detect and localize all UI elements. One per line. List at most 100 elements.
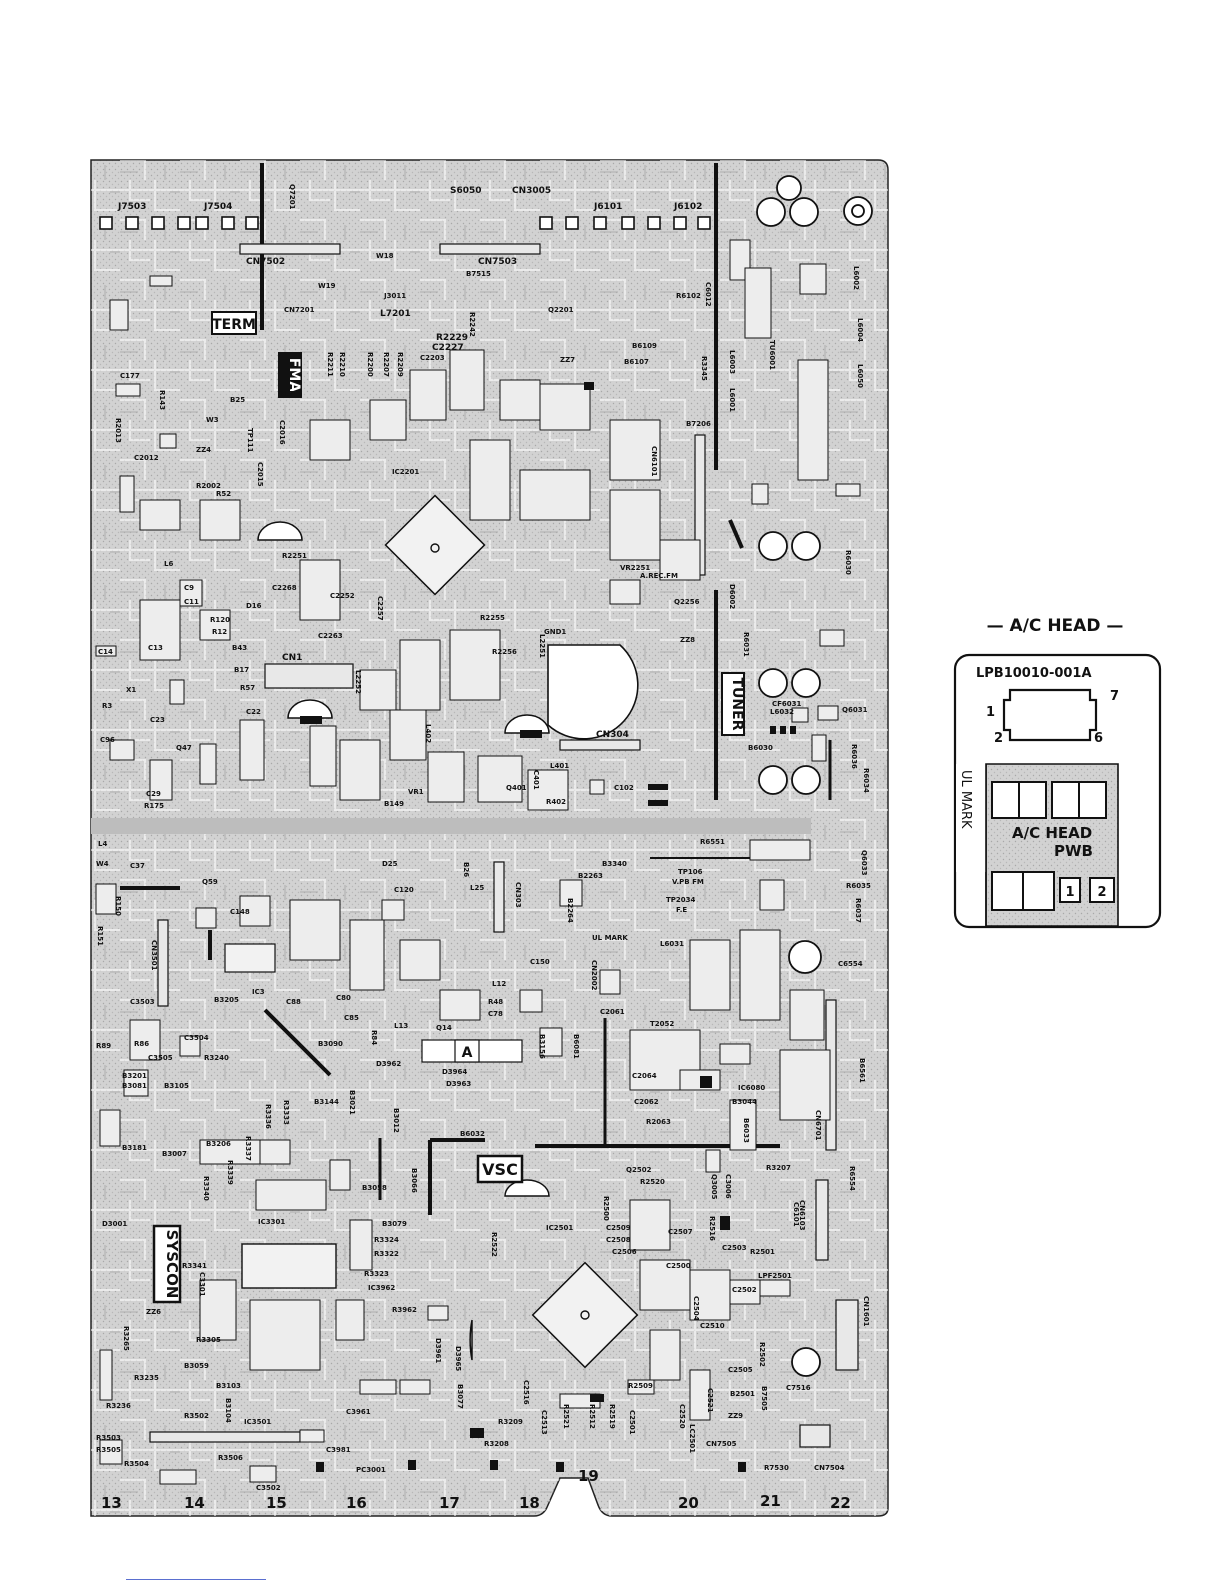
- part-label: R7530: [764, 1464, 789, 1472]
- part-label: ZZ8: [680, 636, 695, 644]
- part-label: F.E: [676, 906, 687, 914]
- part-label: C37: [130, 862, 145, 870]
- gnd1-pad: [547, 644, 639, 740]
- part-label: D3001: [102, 1220, 127, 1228]
- top-connector-row: [99, 216, 711, 230]
- part-label: Q3005: [710, 1174, 718, 1200]
- part-label: R3324: [374, 1236, 399, 1244]
- part-label: B3058: [362, 1184, 387, 1192]
- part-label: IC2501: [546, 1224, 573, 1232]
- part-label: C2016: [278, 420, 286, 445]
- part-label: C6012: [704, 282, 712, 307]
- part-label: C6101: [792, 1202, 800, 1227]
- tuner-block: TUNER: [721, 672, 745, 736]
- part-label: C3504: [184, 1034, 209, 1042]
- ac-pin-label: 6: [1094, 731, 1103, 746]
- part-label: B17: [234, 666, 249, 674]
- part-label: J3011: [383, 292, 406, 300]
- part-label: C2509: [606, 1224, 631, 1232]
- term-label: TERM: [212, 317, 256, 333]
- part-label: C3006: [724, 1174, 732, 1199]
- part-label: D3962: [376, 1060, 401, 1068]
- label-cn7504: CN7504: [814, 1464, 845, 1472]
- part-label: R3240: [204, 1054, 229, 1062]
- part-label: C2227: [432, 343, 464, 353]
- part-label: R2501: [750, 1248, 775, 1256]
- part-label: R57: [240, 684, 255, 692]
- part-label: R151: [96, 926, 104, 946]
- part-label: B2263: [578, 872, 603, 880]
- part-label: R6554: [848, 1166, 856, 1191]
- part-label: LC2501: [688, 1424, 696, 1453]
- part-label: R2002: [196, 482, 221, 490]
- part-label: C150: [530, 958, 550, 966]
- part-label: R3502: [184, 1412, 209, 1420]
- part-label: B3144: [314, 1098, 339, 1106]
- grid-number: 14: [184, 1494, 205, 1512]
- part-label: R6034: [862, 768, 870, 793]
- part-label: R3265: [122, 1326, 130, 1351]
- part-label: TP106: [678, 868, 703, 876]
- part-label: T2052: [650, 1020, 674, 1028]
- label-j6101: J6101: [593, 202, 622, 212]
- part-label: Q6031: [842, 706, 868, 714]
- part-label: R3341: [182, 1262, 207, 1270]
- part-label: R3336: [264, 1104, 272, 1129]
- syscon-block: SYSCON: [152, 1224, 182, 1304]
- part-label: C2516: [522, 1380, 530, 1405]
- label-cn2002: CN2002: [590, 960, 598, 991]
- part-label: R2200: [366, 352, 374, 377]
- part-label: R3236: [106, 1402, 131, 1410]
- part-label: D25: [382, 860, 398, 868]
- part-label: C29: [146, 790, 161, 798]
- ic-a-label: A: [462, 1045, 473, 1061]
- ac-pad-label: 2: [1097, 885, 1106, 900]
- part-label: L6050: [856, 364, 864, 388]
- ac-ul-mark: UL MARK: [958, 770, 973, 829]
- part-label: C2502: [732, 1286, 757, 1294]
- part-label: R3337: [244, 1136, 252, 1161]
- part-label: B3156: [538, 1034, 546, 1059]
- part-label: C2508: [606, 1236, 631, 1244]
- part-label: C2506: [612, 1248, 637, 1256]
- part-label: R150: [114, 896, 122, 916]
- part-label: C2521: [706, 1388, 714, 1413]
- part-label: TP2034: [666, 896, 696, 904]
- label-cn3005: CN3005: [512, 186, 551, 196]
- grid-number: 18: [519, 1494, 540, 1512]
- part-label: R3209: [498, 1418, 523, 1426]
- part-label: D3961: [434, 1338, 442, 1363]
- part-label: C7516: [786, 1384, 811, 1392]
- part-label: C148: [230, 908, 250, 916]
- part-label: B3021: [348, 1090, 356, 1115]
- part-label: B2501: [730, 1390, 755, 1398]
- part-label: R89: [96, 1042, 111, 1050]
- part-label: C2061: [600, 1008, 625, 1016]
- part-label: C177: [120, 372, 140, 380]
- fma-block: FMA: [278, 352, 302, 398]
- part-label: B6030: [748, 744, 773, 752]
- part-label: B3104: [224, 1398, 232, 1423]
- part-label: R2500: [602, 1196, 610, 1221]
- part-label: B3090: [318, 1040, 343, 1048]
- part-label: C3505: [148, 1054, 173, 1062]
- part-label: L7201: [380, 309, 411, 319]
- part-label: B6109: [632, 342, 657, 350]
- part-label: B7206: [686, 420, 711, 428]
- part-label: R3333: [282, 1100, 290, 1125]
- part-label: PC3001: [356, 1466, 386, 1474]
- part-label: C11: [184, 598, 199, 606]
- part-label: L401: [550, 762, 569, 770]
- part-label: R3323: [364, 1270, 389, 1278]
- grid-number: 17: [439, 1494, 460, 1512]
- part-label: B7505: [760, 1386, 768, 1411]
- part-label: L4: [98, 840, 107, 848]
- label-cn6101: CN6101: [650, 446, 658, 477]
- part-label: R3322: [374, 1250, 399, 1258]
- part-label: R2210: [338, 352, 346, 377]
- part-label: B3201: [122, 1072, 147, 1080]
- part-label: R3345: [700, 356, 708, 381]
- half-moon-pads: [257, 521, 550, 1361]
- part-label: C2504: [692, 1296, 700, 1321]
- part-label: Q2256: [674, 598, 700, 606]
